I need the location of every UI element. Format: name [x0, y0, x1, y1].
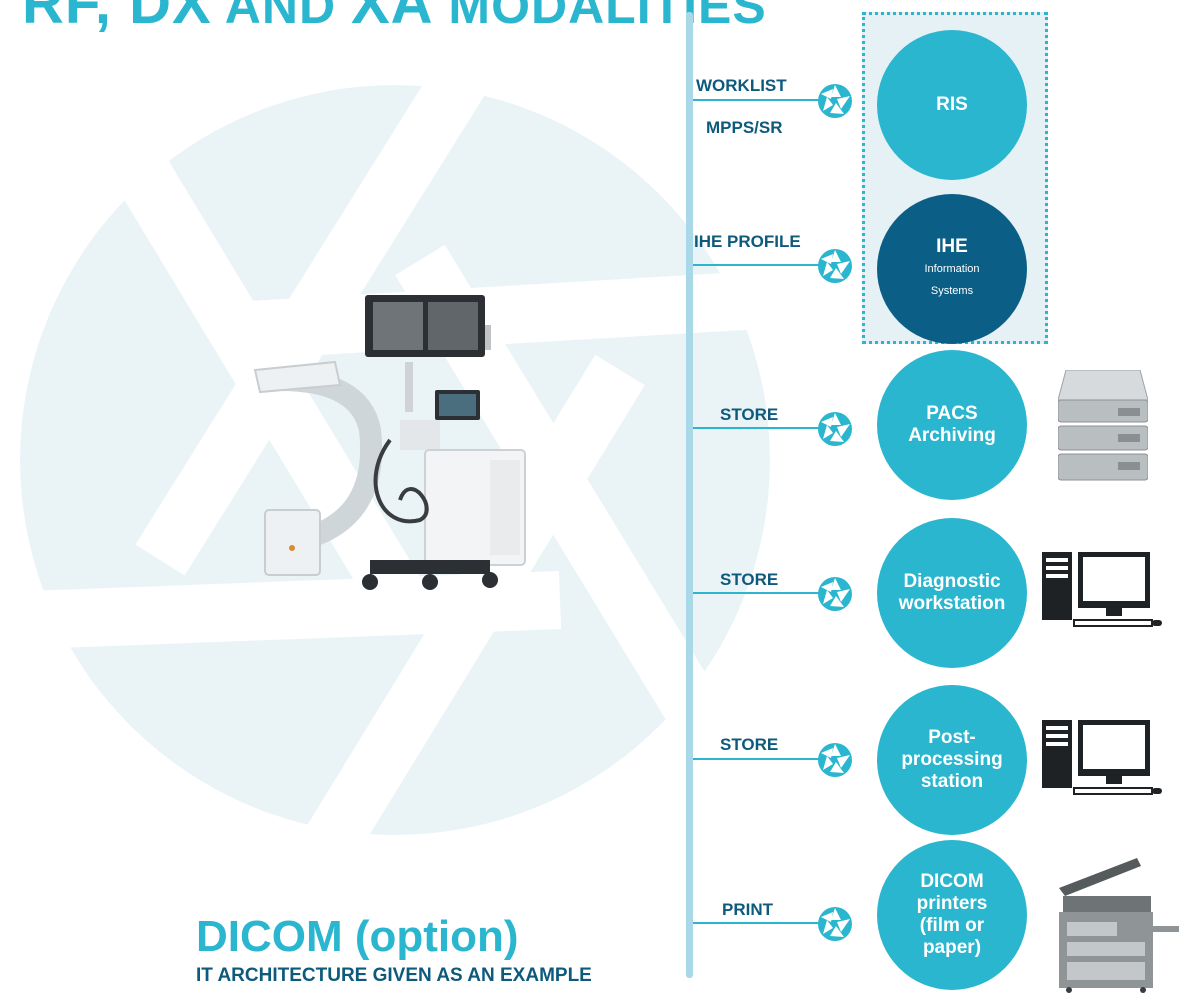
node-ihe: IHE Information Systems: [877, 194, 1027, 344]
node-title: Diagnostic: [903, 571, 1001, 592]
node-title: workstation: [898, 593, 1006, 614]
dicom-option-title: DICOM (option): [196, 912, 519, 961]
node-title: printers: [916, 893, 988, 914]
link-line: [693, 264, 823, 266]
link-label-store: STORE: [720, 405, 779, 424]
node-title: processing: [901, 749, 1003, 770]
node-title: PACS: [926, 403, 978, 424]
node-title: RIS: [936, 94, 968, 115]
node-title: IHE: [936, 236, 968, 257]
computer-icon: [1042, 552, 1162, 627]
aperture-icon: [818, 249, 852, 283]
aperture-icon: [818, 743, 852, 777]
node-pacs: PACS Archiving: [877, 350, 1027, 500]
link-line: [693, 427, 823, 429]
node-diagnostic-workstation: Diagnostic workstation: [877, 518, 1027, 668]
link-label-store: STORE: [720, 735, 779, 754]
node-ris: RIS: [877, 30, 1027, 180]
link-label-print: PRINT: [722, 900, 773, 919]
link-line: [693, 758, 823, 760]
node-title: Post-: [928, 727, 976, 748]
printer-icon: [1059, 858, 1179, 993]
link-line: [693, 922, 823, 924]
aperture-icon: [818, 412, 852, 446]
node-title: paper): [922, 937, 982, 958]
link-label-store: STORE: [720, 570, 779, 589]
server-icon: [1058, 370, 1148, 481]
aperture-icon: [818, 907, 852, 941]
node-subtitle: Systems: [930, 285, 974, 297]
node-title: DICOM: [920, 871, 984, 892]
link-label-mpps: MPPS/SR: [706, 118, 783, 137]
link-line: [693, 99, 823, 101]
aperture-icon: [818, 84, 852, 118]
aperture-icon: [818, 577, 852, 611]
node-subtitle: Information: [924, 263, 980, 275]
link-line: [693, 592, 823, 594]
computer-icon: [1042, 720, 1162, 795]
node-title: (film or: [919, 915, 985, 936]
link-label-worklist: WORKLIST: [696, 76, 787, 95]
page-title: RF, DX AND XA MODALITIES: [22, 0, 767, 36]
architecture-subtitle: IT ARCHITECTURE GIVEN AS AN EXAMPLE: [196, 965, 592, 986]
node-post-processing-station: Post- processing station: [877, 685, 1027, 835]
link-label-ihe-profile: IHE PROFILE: [694, 232, 801, 251]
network-bus: [686, 12, 693, 978]
c-arm-xray-device: [253, 295, 526, 590]
node-title: Archiving: [908, 425, 996, 446]
node-title: station: [920, 771, 984, 792]
node-dicom-printers: DICOM printers (film or paper): [877, 840, 1027, 990]
